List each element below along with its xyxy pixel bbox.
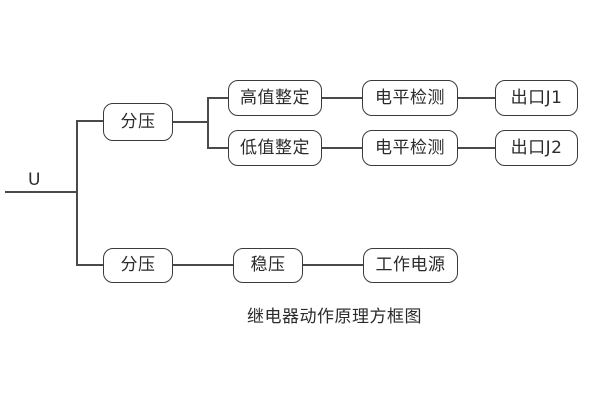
- node-work-supply-label: 工作电源: [375, 255, 446, 275]
- node-output-j1-label: 出口J1: [510, 87, 563, 108]
- node-level-detect-low[interactable]: 电平检测: [362, 130, 458, 166]
- diagram-caption: 继电器动作原理方框图: [247, 307, 422, 327]
- node-output-j2-label: 出口J2: [510, 137, 563, 158]
- wire-high-setting-to-level-detect: [322, 97, 363, 99]
- node-level-detect-high-label: 电平检测: [375, 87, 445, 108]
- wire-regulator-to-work-supply: [303, 264, 364, 266]
- wire-input-horizontal: [5, 191, 77, 193]
- node-regulator-label: 稳压: [250, 255, 286, 275]
- wire-level-detect-high-to-output-j1: [458, 97, 496, 99]
- wire-trunk-vertical: [76, 121, 78, 265]
- node-low-setting[interactable]: 低值整定: [228, 130, 322, 166]
- node-output-j1[interactable]: 出口J1: [495, 80, 578, 116]
- node-divider-measure-label: 分压: [120, 111, 156, 132]
- input-voltage-label: U: [28, 170, 41, 190]
- node-divider-measure[interactable]: 分压: [103, 103, 173, 141]
- wire-level-detect-low-to-output-j2: [458, 147, 496, 149]
- wire-trunk-to-divider-power: [76, 264, 105, 266]
- node-divider-power-label: 分压: [120, 255, 156, 275]
- wire-divider-power-to-regulator: [173, 264, 234, 266]
- node-level-detect-high[interactable]: 电平检测: [362, 80, 458, 116]
- node-divider-power[interactable]: 分压: [103, 248, 173, 283]
- node-low-setting-label: 低值整定: [240, 137, 310, 158]
- node-regulator[interactable]: 稳压: [233, 248, 303, 283]
- node-high-setting[interactable]: 高值整定: [228, 80, 322, 116]
- wire-split-vertical: [207, 97, 209, 149]
- wire-trunk-to-divider-measure: [76, 120, 105, 122]
- wire-divider-measure-to-split: [173, 121, 209, 123]
- node-level-detect-low-label: 电平检测: [375, 137, 445, 158]
- node-high-setting-label: 高值整定: [240, 87, 310, 108]
- node-output-j2[interactable]: 出口J2: [495, 130, 578, 166]
- wire-split-to-low-setting: [207, 147, 230, 149]
- wire-split-to-high-setting: [207, 97, 230, 99]
- node-work-supply[interactable]: 工作电源: [363, 248, 458, 283]
- wire-low-setting-to-level-detect: [322, 147, 363, 149]
